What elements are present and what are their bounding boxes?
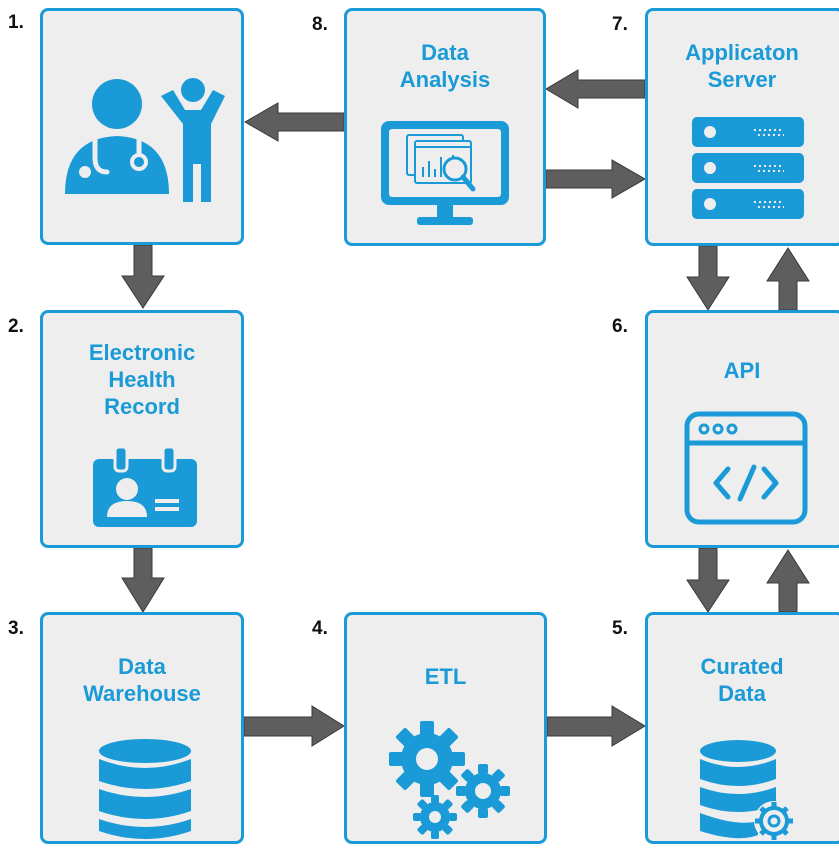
arrow-1-to-2 xyxy=(121,244,165,309)
id-badge-icon xyxy=(93,447,197,527)
database-icon xyxy=(99,739,191,839)
server-icon xyxy=(692,117,804,219)
step-8-title-line-2: Analysis xyxy=(399,67,491,92)
arrow-3-to-4 xyxy=(243,705,345,747)
step-1-box xyxy=(40,8,244,245)
step-5-box: Curated Data xyxy=(645,612,839,844)
step-6-title: API xyxy=(723,358,761,383)
step-8-box: Data Analysis xyxy=(344,8,546,246)
arrow-7-to-8 xyxy=(545,69,646,109)
step-6-number: 6. xyxy=(612,316,628,337)
step-5-title: Curated Data xyxy=(648,653,836,707)
arrow-6-to-5 xyxy=(686,547,730,613)
step-4-title: ETL xyxy=(424,664,467,689)
arrow-2-to-3 xyxy=(121,547,165,613)
step-4-box: ETL xyxy=(344,612,547,844)
step-2-title-line-1: Electronic xyxy=(88,340,196,365)
arrow-5-to-6 xyxy=(766,549,810,613)
step-3-number: 3. xyxy=(8,618,24,639)
step-7-box: Applicaton Server xyxy=(645,8,839,246)
step-5-number: 5. xyxy=(612,618,628,639)
doctor-patient-icon xyxy=(65,78,225,202)
step-6-box: API xyxy=(645,310,839,548)
arrow-8-to-1 xyxy=(243,102,345,142)
step-2-title-line-2: Health xyxy=(108,367,176,392)
step-4-number: 4. xyxy=(312,618,328,639)
step-8-title: Data Analysis xyxy=(347,39,543,93)
step-7-number: 7. xyxy=(612,14,628,35)
step-1-number: 1. xyxy=(8,12,24,33)
step-3-box: Data Warehouse xyxy=(40,612,244,844)
code-window-icon xyxy=(684,411,808,525)
step-8-title-line-1: Data xyxy=(421,40,469,65)
database-gear-icon xyxy=(700,740,794,841)
step-3-title-line-2: Warehouse xyxy=(83,681,201,706)
step-3-title-line-1: Data xyxy=(118,654,166,679)
step-3-title: Data Warehouse xyxy=(43,653,241,707)
step-5-title-line-2: Data xyxy=(718,681,766,706)
step-2-title: Electronic Health Record xyxy=(43,339,241,420)
step-5-title-line-1: Curated xyxy=(700,654,784,679)
step-7-title-line-1: Applicaton xyxy=(685,40,799,65)
step-8-number: 8. xyxy=(312,14,328,35)
arrow-6-to-7 xyxy=(766,247,810,311)
monitor-analytics-icon xyxy=(381,121,509,225)
step-2-number: 2. xyxy=(8,316,24,337)
arrow-4-to-5 xyxy=(546,705,646,747)
arrow-7-to-6 xyxy=(686,245,730,311)
gears-icon xyxy=(389,721,510,839)
arrow-8-to-7 xyxy=(545,159,647,199)
step-2-box: Electronic Health Record xyxy=(40,310,244,548)
step-7-title-line-2: Server xyxy=(707,67,777,92)
step-2-title-line-3: Record xyxy=(104,394,180,419)
step-7-title: Applicaton Server xyxy=(648,39,836,93)
